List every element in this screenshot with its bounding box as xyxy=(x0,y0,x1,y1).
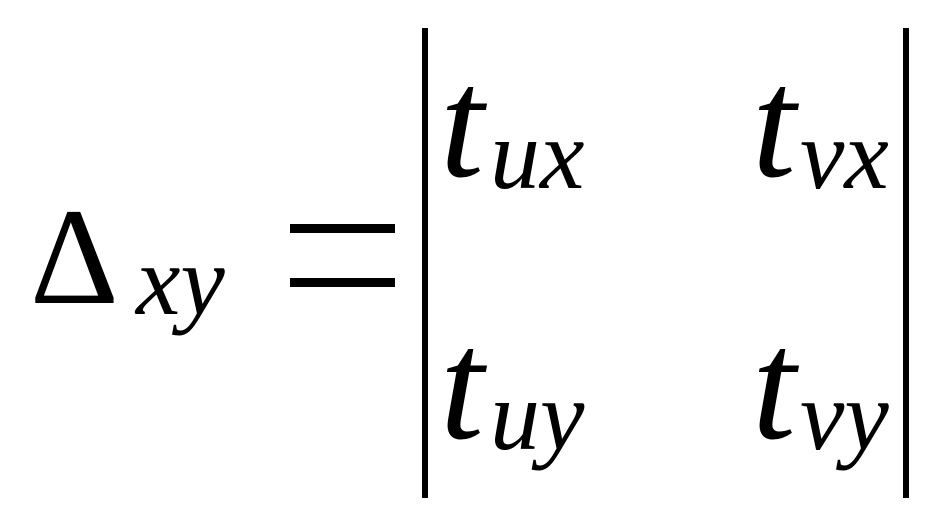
matrix-entry-base: t xyxy=(752,298,796,473)
equals-sign xyxy=(290,218,395,288)
matrix-entry-subscript: vy xyxy=(800,360,889,471)
matrix-entry-subscript: ux xyxy=(490,99,585,210)
matrix-entry-base: t xyxy=(440,298,484,473)
determinant-right-bar xyxy=(903,28,909,498)
determinant-left-bar xyxy=(422,28,428,498)
matrix-entry-subscript: vx xyxy=(800,99,889,210)
matrix-entry-base: t xyxy=(440,36,484,211)
matrix-entry-base: t xyxy=(752,36,796,211)
matrix-entry-subscript: uy xyxy=(490,360,585,471)
delta-symbol: Δ xyxy=(30,180,119,333)
lhs-subscript: xy xyxy=(136,225,225,336)
